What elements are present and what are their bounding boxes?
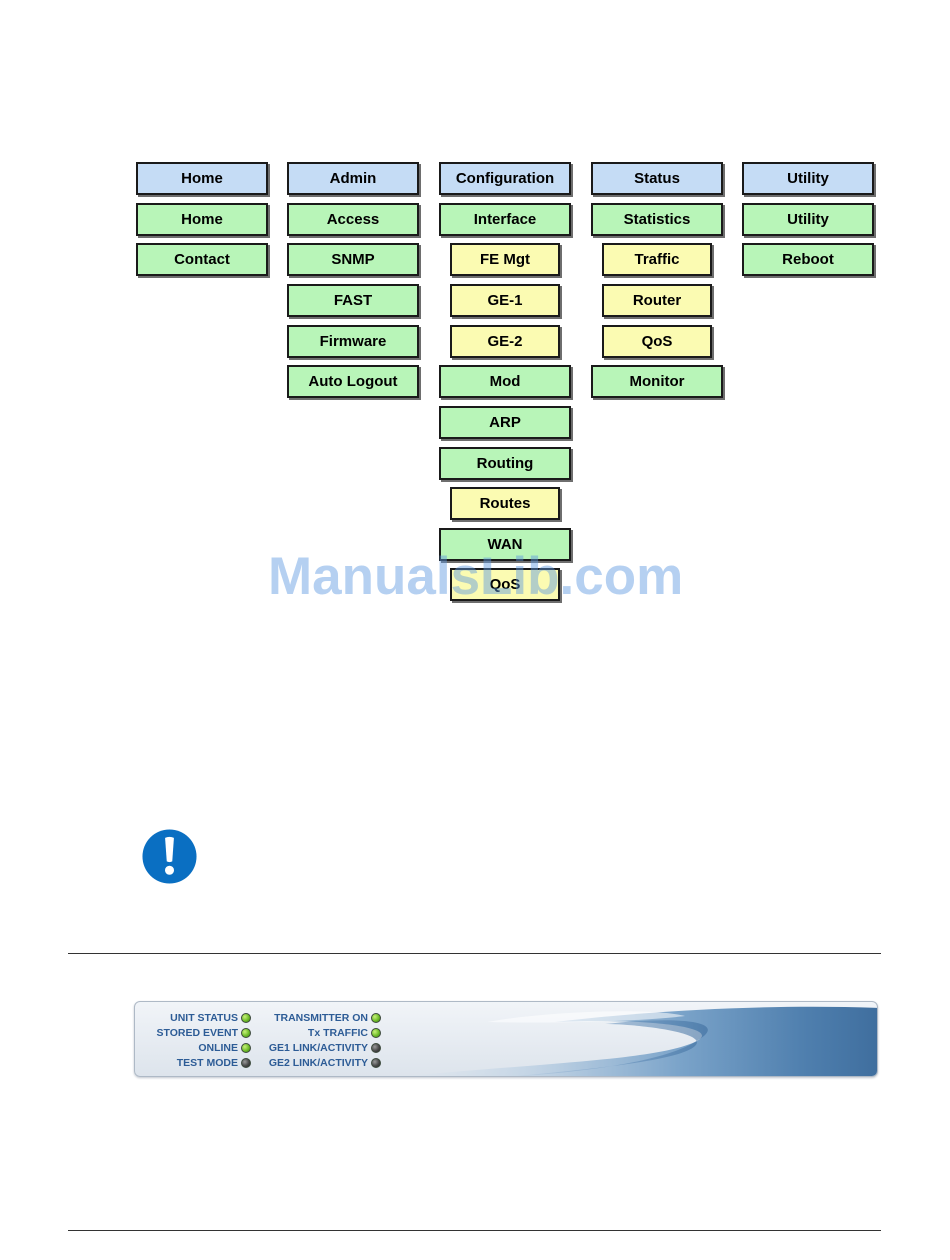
led-label: TEST MODE <box>176 1056 238 1069</box>
menu-top-admin[interactable]: Admin <box>287 162 419 195</box>
led-indicator-icon <box>371 1012 381 1023</box>
menu-page-auto-logout[interactable]: Auto Logout <box>287 365 419 398</box>
section-divider <box>68 953 881 954</box>
led-indicator-icon <box>241 1057 251 1068</box>
menu-tab-wan-qos[interactable]: QoS <box>450 568 560 601</box>
led-indicator-icon <box>241 1012 251 1023</box>
led-tx-traffic: Tx TRAFFIC <box>253 1025 381 1040</box>
menu-page-firmware[interactable]: Firmware <box>287 325 419 358</box>
led-indicator-icon <box>241 1042 251 1053</box>
menu-tab-routes[interactable]: Routes <box>450 487 560 520</box>
menu-page-fast[interactable]: FAST <box>287 284 419 317</box>
menu-tab-ge-1[interactable]: GE-1 <box>450 284 560 317</box>
led-stored-event: STORED EVENT <box>135 1025 251 1040</box>
menu-page-reboot[interactable]: Reboot <box>742 243 874 276</box>
menu-page-interface[interactable]: Interface <box>439 203 571 236</box>
front-panel-led-display: UNIT STATUS STORED EVENT ONLINE TEST MOD… <box>134 1001 878 1077</box>
exclamation-circle-icon <box>142 829 197 884</box>
led-test-mode: TEST MODE <box>135 1055 251 1070</box>
menu-page-home[interactable]: Home <box>136 203 268 236</box>
menu-page-mod[interactable]: Mod <box>439 365 571 398</box>
led-ge1-link-activity: GE1 LINK/ACTIVITY <box>253 1040 381 1055</box>
led-indicator-icon <box>371 1057 381 1068</box>
led-unit-status: UNIT STATUS <box>135 1010 251 1025</box>
menu-page-arp[interactable]: ARP <box>439 406 571 439</box>
led-label: Tx TRAFFIC <box>307 1026 368 1039</box>
led-online: ONLINE <box>135 1040 251 1055</box>
led-indicator-icon <box>241 1027 251 1038</box>
led-label: GE1 LINK/ACTIVITY <box>268 1041 368 1054</box>
menu-tab-ge-2[interactable]: GE-2 <box>450 325 560 358</box>
menu-top-status[interactable]: Status <box>591 162 723 195</box>
menu-tab-fe-mgt[interactable]: FE Mgt <box>450 243 560 276</box>
menu-page-wan[interactable]: WAN <box>439 528 571 561</box>
brand-swoosh-graphic <box>406 1006 877 1076</box>
menu-page-statistics[interactable]: Statistics <box>591 203 723 236</box>
led-indicator-icon <box>371 1027 381 1038</box>
menu-top-configuration[interactable]: Configuration <box>439 162 571 195</box>
led-indicator-icon <box>371 1042 381 1053</box>
led-transmitter-on: TRANSMITTER ON <box>253 1010 381 1025</box>
led-label: UNIT STATUS <box>170 1011 238 1024</box>
menu-page-monitor[interactable]: Monitor <box>591 365 723 398</box>
menu-page-contact[interactable]: Contact <box>136 243 268 276</box>
menu-page-snmp[interactable]: SNMP <box>287 243 419 276</box>
menu-page-utility[interactable]: Utility <box>742 203 874 236</box>
menu-tab-traffic[interactable]: Traffic <box>602 243 712 276</box>
footer-divider <box>68 1230 881 1231</box>
menu-page-routing[interactable]: Routing <box>439 447 571 480</box>
led-label: ONLINE <box>198 1041 238 1054</box>
menu-top-home[interactable]: Home <box>136 162 268 195</box>
menu-page-access[interactable]: Access <box>287 203 419 236</box>
led-label: STORED EVENT <box>156 1026 239 1039</box>
menu-tab-status-qos[interactable]: QoS <box>602 325 712 358</box>
menu-top-utility[interactable]: Utility <box>742 162 874 195</box>
led-ge2-link-activity: GE2 LINK/ACTIVITY <box>253 1055 381 1070</box>
menu-tab-router[interactable]: Router <box>602 284 712 317</box>
led-label: GE2 LINK/ACTIVITY <box>268 1056 368 1069</box>
led-label: TRANSMITTER ON <box>274 1011 368 1024</box>
